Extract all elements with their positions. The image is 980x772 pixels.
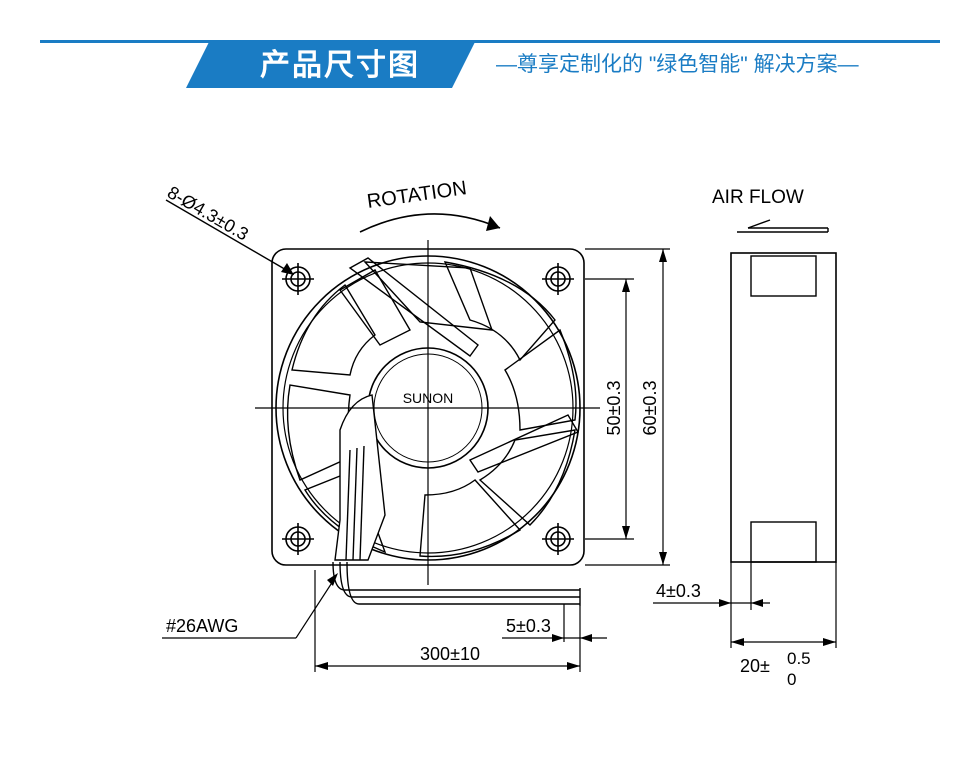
airflow-label: AIR FLOW bbox=[712, 187, 804, 208]
brand-label: SUNON bbox=[403, 390, 454, 406]
fan-dimension-drawing: SUNON ROTATION 8-Ø4.3±0.3 50±0.3 60±0.3 bbox=[162, 177, 837, 689]
dim-depth-base: 20± bbox=[740, 656, 770, 676]
header-rule bbox=[40, 40, 940, 43]
dimension-depth bbox=[730, 562, 837, 648]
page-subtitle: —尊享定制化的 "绿色智能" 解决方案— bbox=[496, 53, 859, 76]
dimension-wire-strip bbox=[502, 604, 607, 642]
page-header: 产品尺寸图 —尊享定制化的 "绿色智能" 解决方案— bbox=[0, 0, 980, 100]
rotation-label: ROTATION bbox=[366, 177, 468, 213]
side-view bbox=[730, 252, 837, 563]
mounting-hole-top-right bbox=[542, 263, 574, 295]
wire-gauge-label: #26AWG bbox=[166, 616, 238, 636]
page-title: 产品尺寸图 bbox=[260, 49, 420, 82]
side-notch-top bbox=[750, 255, 817, 297]
fan-struts bbox=[348, 257, 580, 473]
mounting-hole-bottom-left bbox=[282, 523, 314, 555]
dim-flange-label: 4±0.3 bbox=[656, 581, 701, 601]
mounting-hole-top-left bbox=[282, 263, 314, 295]
mounting-hole-bottom-right bbox=[542, 523, 574, 555]
dim-wire-length-label: 300±10 bbox=[420, 644, 480, 664]
hole-label: 8-Ø4.3±0.3 bbox=[164, 182, 252, 244]
front-view bbox=[255, 240, 600, 585]
dim-depth-upper: 0.5 bbox=[787, 649, 811, 668]
title-banner bbox=[186, 40, 476, 88]
dimension-wire-length bbox=[314, 570, 581, 672]
wire-channel bbox=[334, 394, 386, 561]
dimension-hole-spacing bbox=[585, 278, 634, 540]
dim-wire-strip-label: 5±0.3 bbox=[506, 616, 551, 636]
hole-callout bbox=[165, 199, 294, 275]
side-notch-bottom bbox=[750, 521, 817, 563]
dim-frame-size-label: 60±0.3 bbox=[640, 381, 660, 436]
lead-wires bbox=[332, 561, 581, 606]
dim-depth-lower: 0 bbox=[787, 670, 796, 689]
dim-hole-spacing-label: 50±0.3 bbox=[604, 381, 624, 436]
airflow-arrow bbox=[737, 219, 829, 233]
side-frame bbox=[730, 252, 837, 563]
rotation-indicator bbox=[359, 213, 501, 233]
dimension-frame-size bbox=[585, 248, 670, 566]
dimension-flange bbox=[653, 562, 770, 610]
